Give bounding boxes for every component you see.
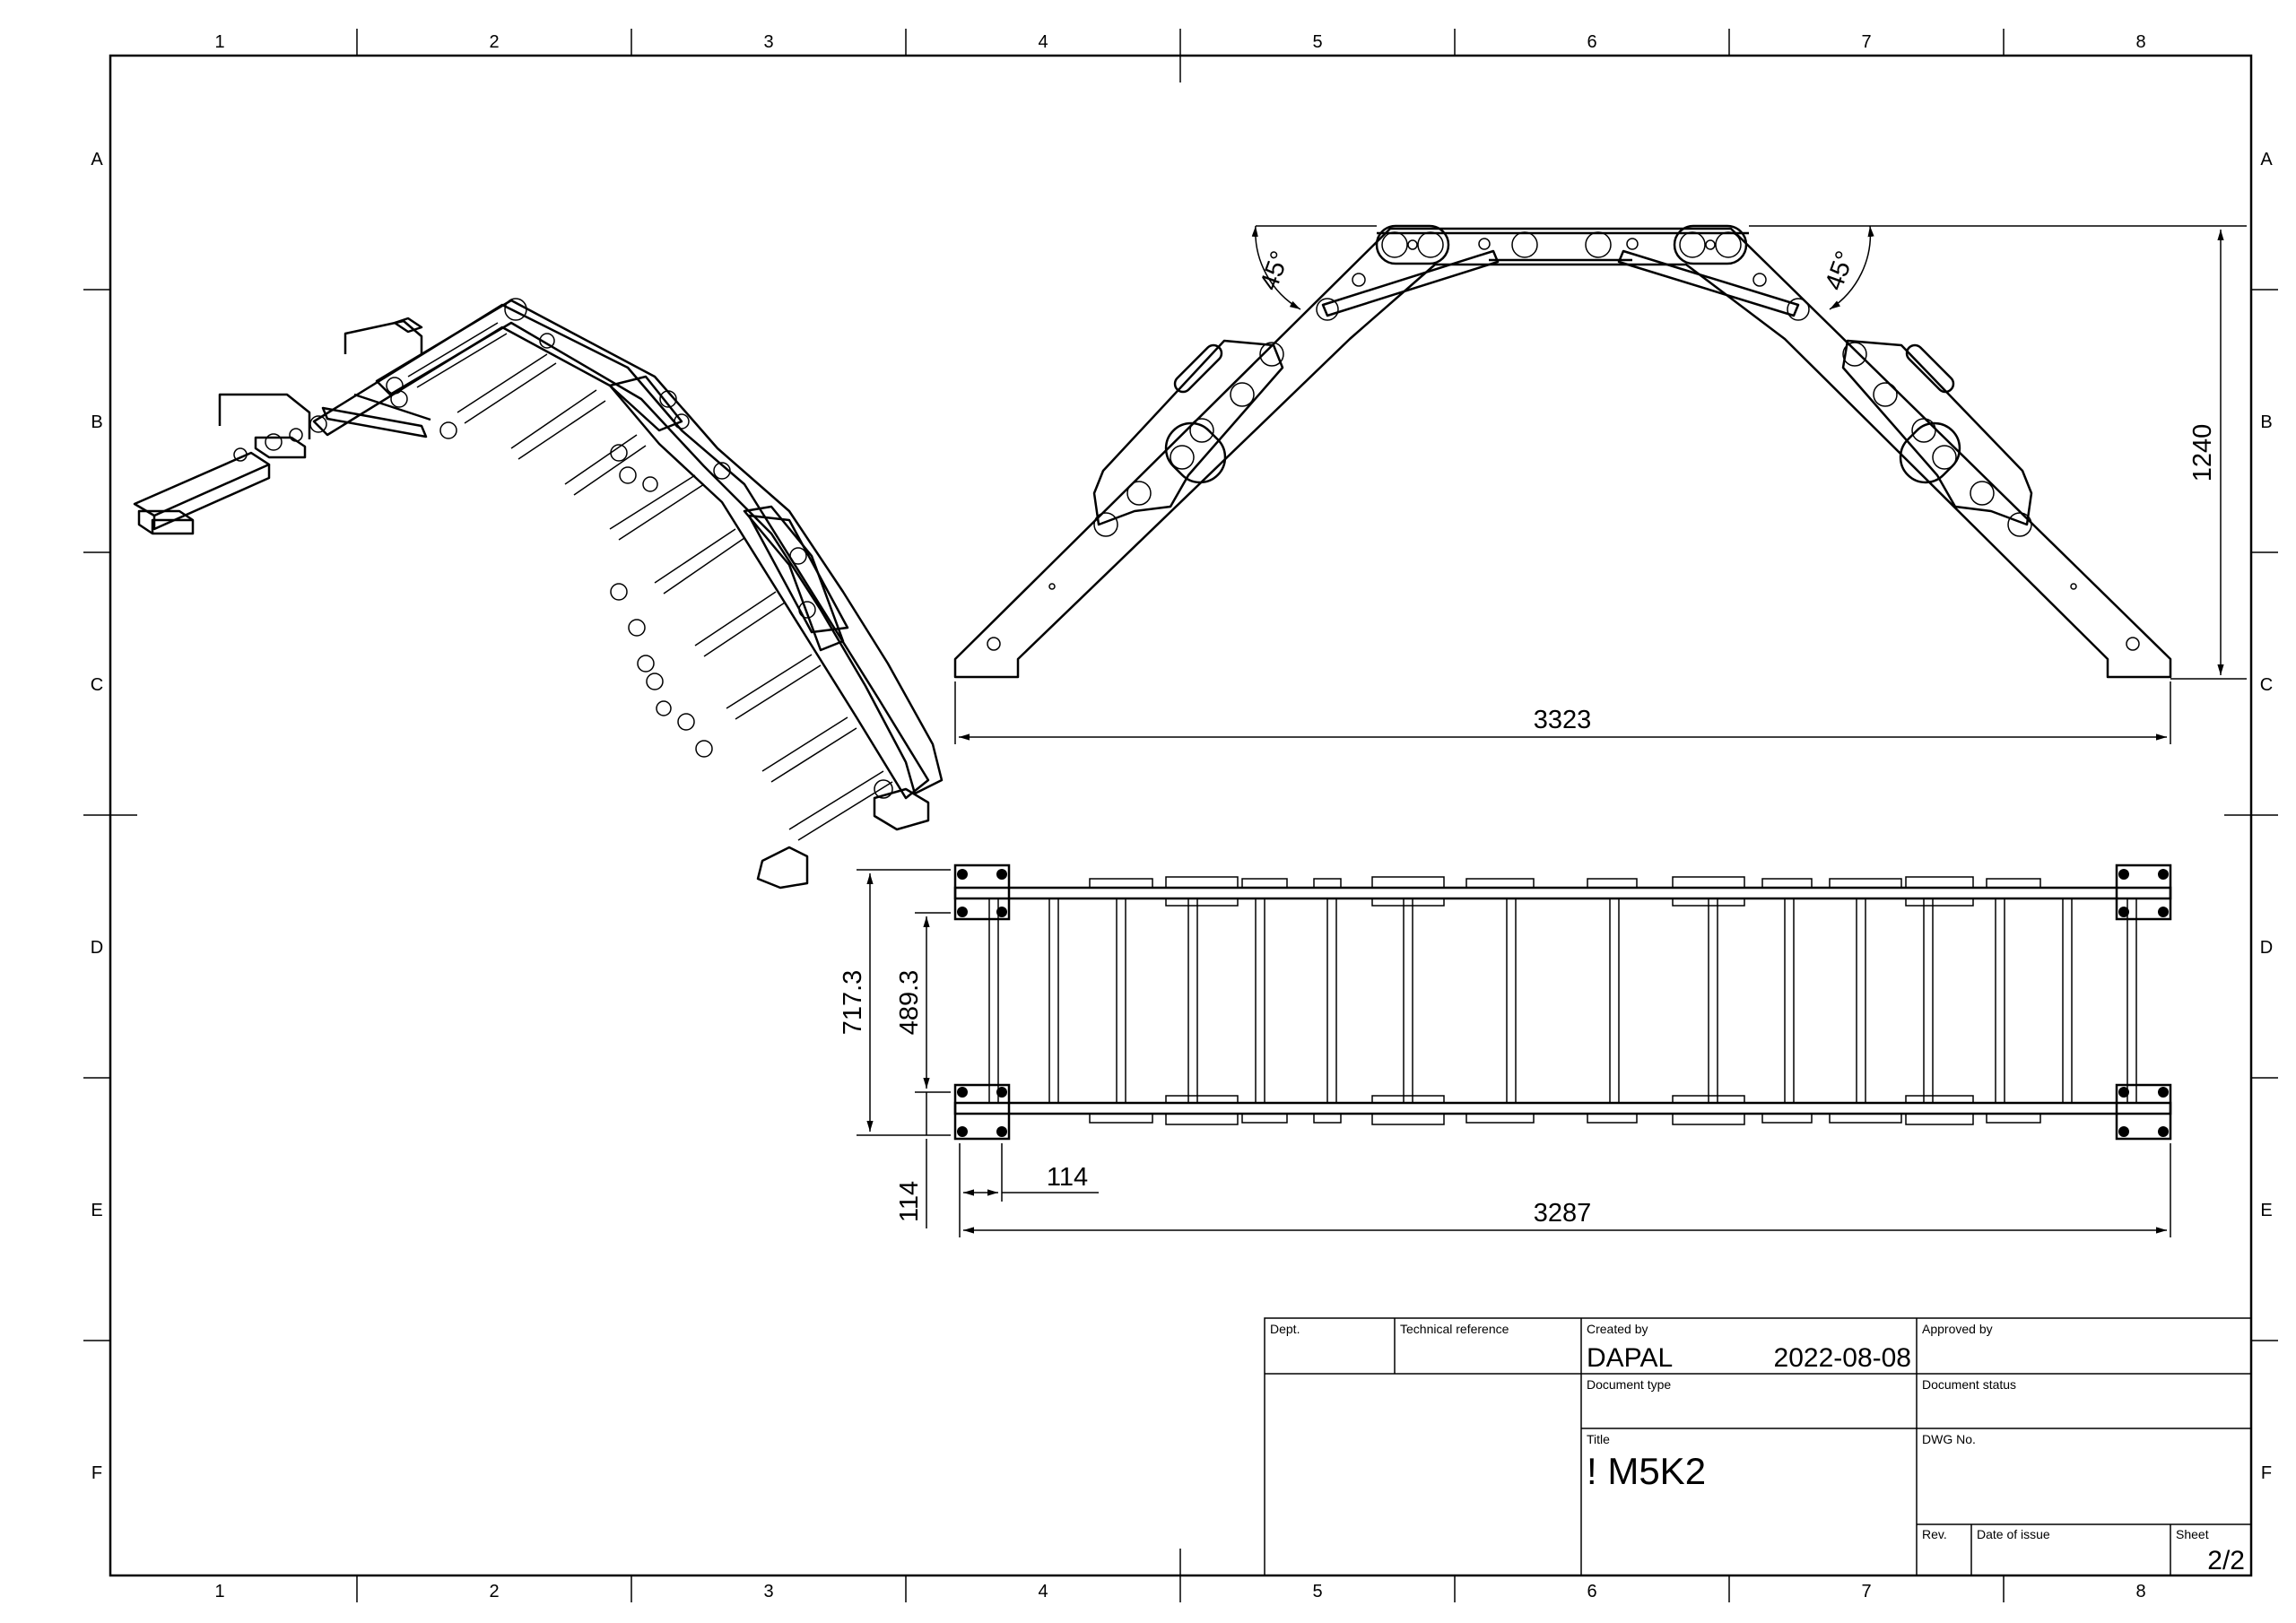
zone-col-5-top: 5 <box>1312 32 1322 52</box>
zone-row-b-right: B <box>2260 412 2272 432</box>
angle-right-label: 45° <box>1820 247 1860 294</box>
zone-row-f-right: F <box>2261 1463 2272 1483</box>
offset-vertical-dimension: 114 <box>895 1181 924 1222</box>
offset-horizontal-dimension: 114 <box>1047 1163 1088 1192</box>
drawing-frame: 1 2 3 4 5 6 7 8 1 2 3 4 5 6 7 8 A B C D … <box>83 29 2278 1602</box>
title-label: Title <box>1587 1432 1610 1446</box>
zone-col-7-top: 7 <box>1861 32 1871 52</box>
front-view <box>953 224 2172 679</box>
rev-label: Rev. <box>1922 1527 1947 1541</box>
zone-col-1-top: 1 <box>214 32 224 52</box>
length-dimension: 3287 <box>1534 1199 1592 1228</box>
zone-col-4-top: 4 <box>1038 32 1048 52</box>
sheet-label: Sheet <box>2176 1527 2209 1541</box>
dwg-no-label: DWG No. <box>1922 1432 1976 1446</box>
zone-row-d-right: D <box>2260 938 2273 958</box>
document-type-label: Document type <box>1587 1377 1671 1392</box>
technical-reference-label: Technical reference <box>1400 1322 1509 1336</box>
span-dimension: 3323 <box>1534 706 1592 734</box>
zone-col-6-bottom: 6 <box>1587 1582 1596 1601</box>
zone-row-a-left: A <box>91 150 103 169</box>
zone-col-2-top: 2 <box>489 32 499 52</box>
approved-by-label: Approved by <box>1922 1322 1993 1336</box>
zone-col-5-bottom: 5 <box>1312 1582 1322 1601</box>
isometric-view <box>133 298 944 890</box>
created-by-label: Created by <box>1587 1322 1648 1336</box>
zone-col-1-bottom: 1 <box>214 1582 224 1601</box>
dept-label: Dept. <box>1270 1322 1300 1336</box>
width-inner-dimension: 489.3 <box>895 970 924 1036</box>
created-by-value: DAPAL <box>1587 1343 1673 1373</box>
zone-col-3-top: 3 <box>763 32 773 52</box>
top-view <box>953 864 2172 1141</box>
zone-row-f-left: F <box>91 1463 102 1483</box>
top-dimensions: 717.3 489.3 114 114 3287 <box>839 869 2171 1237</box>
date-of-issue-label: Date of issue <box>1977 1527 2050 1541</box>
zone-col-7-bottom: 7 <box>1861 1582 1871 1601</box>
zone-col-3-bottom: 3 <box>763 1582 773 1601</box>
zone-col-4-bottom: 4 <box>1038 1582 1048 1601</box>
title-value: ! M5K2 <box>1587 1450 1706 1492</box>
angle-left-label: 45° <box>1255 247 1295 294</box>
front-dimensions: 45° 45° 1240 3323 <box>954 225 2247 744</box>
zone-row-c-left: C <box>91 675 103 695</box>
zone-col-6-top: 6 <box>1587 32 1596 52</box>
width-outer-dimension: 717.3 <box>839 970 867 1036</box>
zone-col-8-top: 8 <box>2135 32 2145 52</box>
created-date-value: 2022-08-08 <box>1774 1343 1911 1373</box>
zone-col-2-bottom: 2 <box>489 1582 499 1601</box>
sheet-value: 2/2 <box>2207 1546 2245 1575</box>
zone-row-e-left: E <box>91 1201 102 1220</box>
title-block: Dept. Technical reference Created by DAP… <box>1264 1317 2252 1576</box>
zone-row-e-right: E <box>2260 1201 2272 1220</box>
zone-row-d-left: D <box>91 938 103 958</box>
zone-row-b-left: B <box>91 412 102 432</box>
document-status-label: Document status <box>1922 1377 2016 1392</box>
height-dimension: 1240 <box>2188 424 2217 482</box>
zone-row-c-right: C <box>2260 675 2273 695</box>
zone-col-8-bottom: 8 <box>2135 1582 2145 1601</box>
zone-row-a-right: A <box>2260 150 2273 169</box>
